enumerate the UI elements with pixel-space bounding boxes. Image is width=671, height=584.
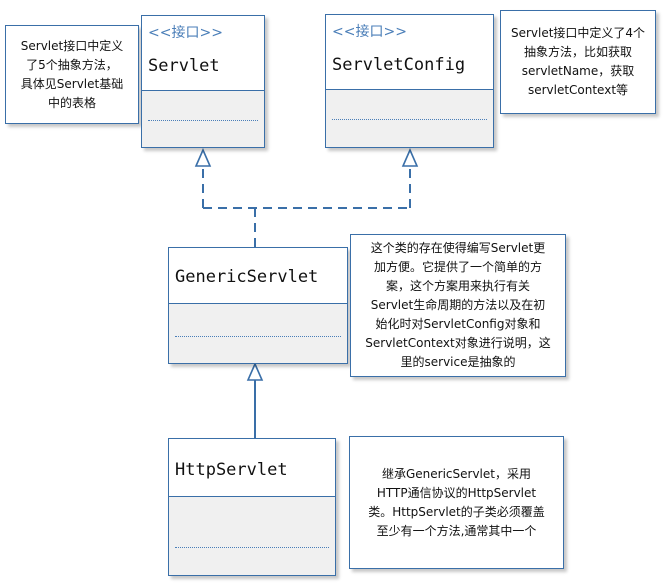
httpservlet-note: 继承GenericServlet，采用 HTTP通信协议的HttpServlet… [349, 436, 564, 569]
servlet-class[interactable]: <<接口>> Servlet [141, 15, 265, 148]
httpservlet-class-name: HttpServlet [175, 460, 288, 480]
httpservlet-note-line: 继承GenericServlet，采用 [381, 466, 531, 481]
servletconfig-note-line: Servlet接口中定义了4个 [510, 26, 646, 40]
httpservlet-dotted-divider [175, 547, 329, 548]
httpservlet-note-line: 类。HttpServlet的子类必须覆盖 [368, 504, 545, 519]
genericservlet-note-line: 里的service是抽象的 [400, 355, 516, 369]
servletconfig-note-line: servletContext等 [527, 83, 629, 97]
servlet-dotted-divider [148, 120, 258, 121]
servlet-stereotype: <<接口>> [148, 25, 223, 41]
genericservlet-triangle-arrow-icon [246, 362, 264, 381]
httpservlet-class[interactable]: HttpServlet [168, 438, 336, 576]
servletconfig-dotted-divider [332, 119, 487, 120]
servlet-class-name: Servlet [148, 56, 220, 76]
servlet-note-line: 了5个抽象方法， [26, 57, 118, 72]
httpservlet-note-line: 至少有一个方法,通常其中一个 [376, 523, 537, 538]
genericservlet-note-line: ServletContext对象进行说明，这 [365, 336, 551, 350]
servletconfig-class[interactable]: <<接口>> ServletConfig [325, 14, 494, 148]
servlet-body-compartment [142, 90, 264, 147]
servlet-note-line: Servlet接口中定义 [20, 38, 124, 53]
servlet-note-line: 具体见Servlet基础 [20, 76, 124, 91]
servlet-note: Servlet接口中定义 了5个抽象方法， 具体见Servlet基础 中的表格 [5, 25, 139, 124]
servlet-note-line: 中的表格 [47, 95, 96, 110]
genericservlet-class-name: GenericServlet [175, 267, 319, 287]
httpservlet-body-compartment [169, 496, 335, 575]
genericservlet-note: 这个类的存在使得编写Servlet更 加方便。它提供了一个简单的方 案，这个方案… [350, 234, 566, 377]
servlet-triangle-arrow-icon [194, 148, 212, 167]
servletconfig-stereotype: <<接口>> [332, 24, 407, 40]
genericservlet-note-line: Servlet生命周期的方法以及在初 [370, 298, 546, 312]
genericservlet-note-line: 案，这个方案用来执行有关 [385, 279, 530, 293]
genericservlet-note-line: 加方便。它提供了一个简单的方 [373, 260, 542, 274]
servletconfig-class-name: ServletConfig [332, 55, 466, 75]
httpservlet-note-line: HTTP通信协议的HttpServlet [376, 485, 537, 500]
servletconfig-note-line: servletName，获取 [521, 64, 635, 78]
genericservlet-class[interactable]: GenericServlet [168, 247, 348, 364]
genericservlet-body-compartment [169, 303, 347, 363]
servletconfig-note-line: 抽象方法，比如获取 [523, 45, 632, 59]
servletconfig-body-compartment [326, 89, 493, 147]
servletconfig-triangle-arrow-icon [401, 148, 419, 167]
genericservlet-dotted-divider [175, 336, 341, 337]
servletconfig-note: Servlet接口中定义了4个 抽象方法，比如获取 servletName，获取… [500, 10, 656, 114]
genericservlet-note-line: 始化时对ServletConfig对象和 [375, 317, 541, 331]
genericservlet-note-line: 这个类的存在使得编写Servlet更 [370, 241, 546, 255]
